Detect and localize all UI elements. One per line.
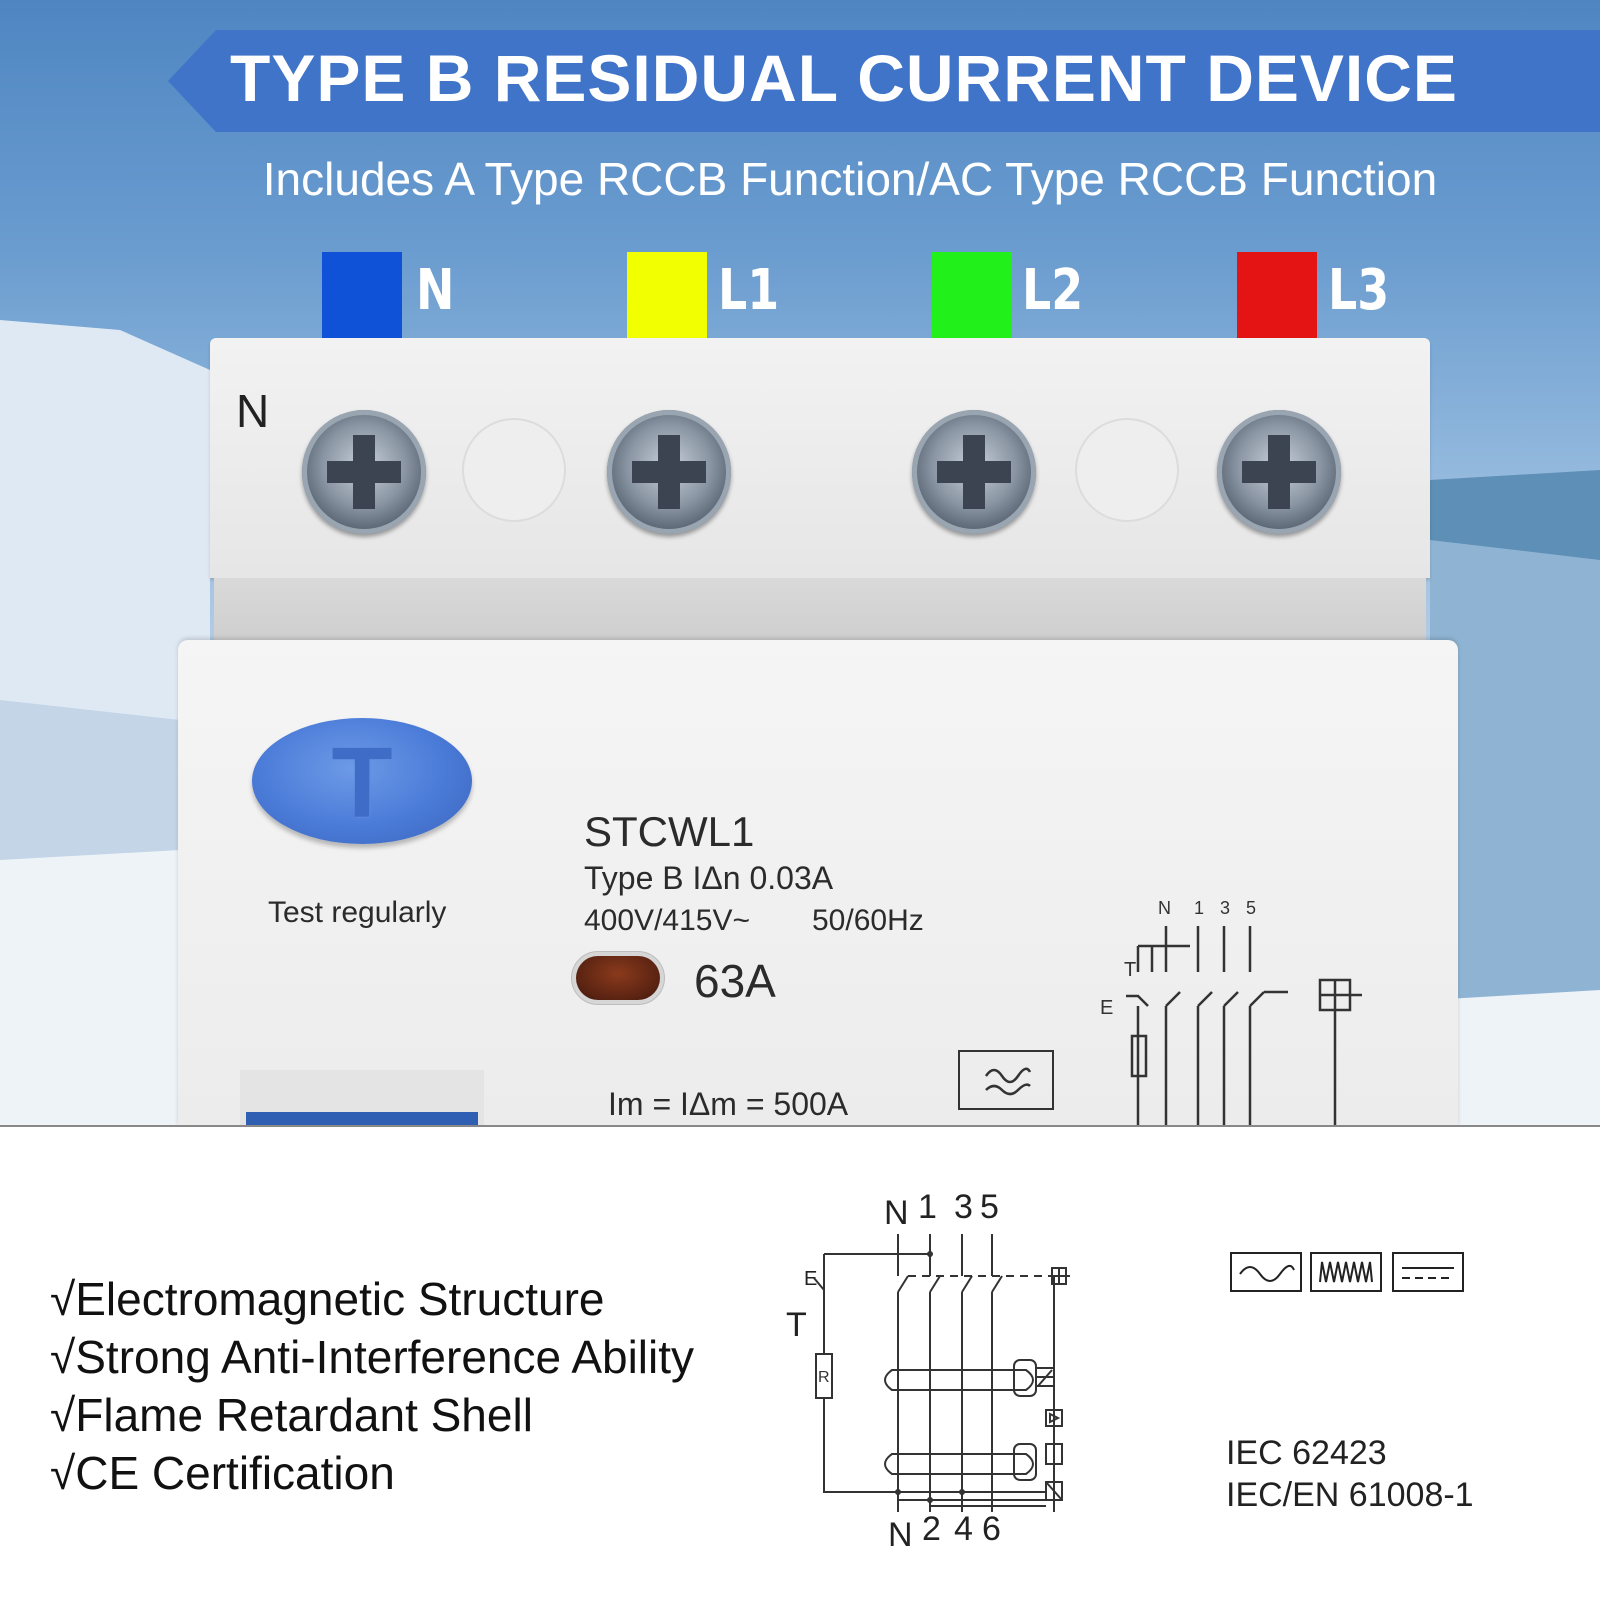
device-schematic-e: E <box>1100 997 1113 1019</box>
diagram-bottom-2: 2 <box>922 1510 941 1548</box>
smooth-dc-symbol <box>1392 1252 1464 1292</box>
diagram-bottom-n: N <box>888 1516 913 1554</box>
feature-item: √Electromagnetic Structure <box>50 1273 605 1325</box>
section-divider <box>0 1125 1600 1127</box>
diagram-top-n: N <box>884 1194 909 1232</box>
device-schematic-n: N <box>1158 898 1171 918</box>
terminal-screw-n <box>302 410 426 534</box>
ac-waveform-symbol <box>1230 1252 1302 1292</box>
swatch-l1 <box>627 252 707 338</box>
product-photo: TYPE B RESIDUAL CURRENT DEVICE Includes … <box>0 0 1600 1127</box>
current-rating: 63A <box>694 955 776 1007</box>
switch-handle-blue-strip <box>246 1112 478 1127</box>
swatch-l3 <box>1237 252 1317 338</box>
waveform-icon <box>984 1067 1032 1096</box>
diagram-top-1: 1 <box>918 1188 937 1226</box>
terminal-screw-l2 <box>912 410 1036 534</box>
dc-wave-icon <box>1402 1267 1454 1279</box>
terminal-hole <box>462 418 566 522</box>
diagram-bottom-6: 6 <box>982 1510 1001 1548</box>
circuit-diagram: R <box>813 1234 1070 1512</box>
device-schematic-1: 1 <box>1194 898 1204 918</box>
terminal-hole <box>1075 418 1179 522</box>
standard-iec-en-61008: IEC/EN 61008-1 <box>1226 1476 1474 1514</box>
diagram-top-5: 5 <box>980 1188 999 1226</box>
label-l1: L1 <box>718 258 780 323</box>
background-landscape <box>0 320 1600 1127</box>
banner-title: TYPE B RESIDUAL CURRENT DEVICE <box>230 41 1458 115</box>
ac-wave-icon <box>1239 1264 1295 1282</box>
test-label: Test regularly <box>268 896 447 929</box>
feature-item: √CE Certification <box>50 1447 395 1499</box>
model-name: STCWL1 <box>584 808 755 855</box>
status-indicator-window <box>576 956 660 1000</box>
diagram-e-label: E <box>804 1268 818 1290</box>
test-button[interactable]: T <box>252 718 472 844</box>
terminal-screw-l3 <box>1217 410 1341 534</box>
label-l3: L3 <box>1328 258 1390 323</box>
pulsating-dc-symbol <box>1310 1252 1382 1292</box>
voltage-rating: 400V/415V~ <box>584 904 750 937</box>
pulsating-wave-icon <box>1319 1261 1373 1283</box>
label-l2: L2 <box>1022 258 1084 323</box>
standard-iec-62423: IEC 62423 <box>1226 1434 1387 1472</box>
diagram-top-3: 3 <box>954 1188 973 1226</box>
swatch-n <box>322 252 402 338</box>
device-ridge <box>214 578 1426 640</box>
device-schematic-3: 3 <box>1220 898 1230 918</box>
subtitle: Includes A Type RCCB Function/AC Type RC… <box>262 153 1438 205</box>
swatch-l2 <box>932 252 1012 338</box>
feature-item: √Flame Retardant Shell <box>50 1389 533 1441</box>
device-schematic-t: T <box>1124 959 1136 981</box>
device-schematic: N 1 3 5 T E <box>1100 898 1362 1127</box>
frequency-rating: 50/60Hz <box>812 904 924 937</box>
type-rating: Type B IΔn 0.03A <box>584 860 834 896</box>
device-schematic-5: 5 <box>1246 898 1256 918</box>
diagram-bottom-4: 4 <box>954 1510 973 1548</box>
diagram-resistor-label: R <box>818 1369 830 1386</box>
diagram-test-label: T <box>786 1306 807 1344</box>
waveform-symbol-box <box>958 1050 1054 1110</box>
title-banner <box>168 30 1600 132</box>
test-button-glyph: T <box>331 727 393 839</box>
feature-item: √Strong Anti-Interference Ability <box>50 1331 695 1383</box>
terminal-screw-l1 <box>607 410 731 534</box>
im-rating: Im = IΔm = 500A <box>608 1086 849 1122</box>
neutral-marking: N <box>236 385 270 437</box>
label-n: N <box>416 258 455 323</box>
